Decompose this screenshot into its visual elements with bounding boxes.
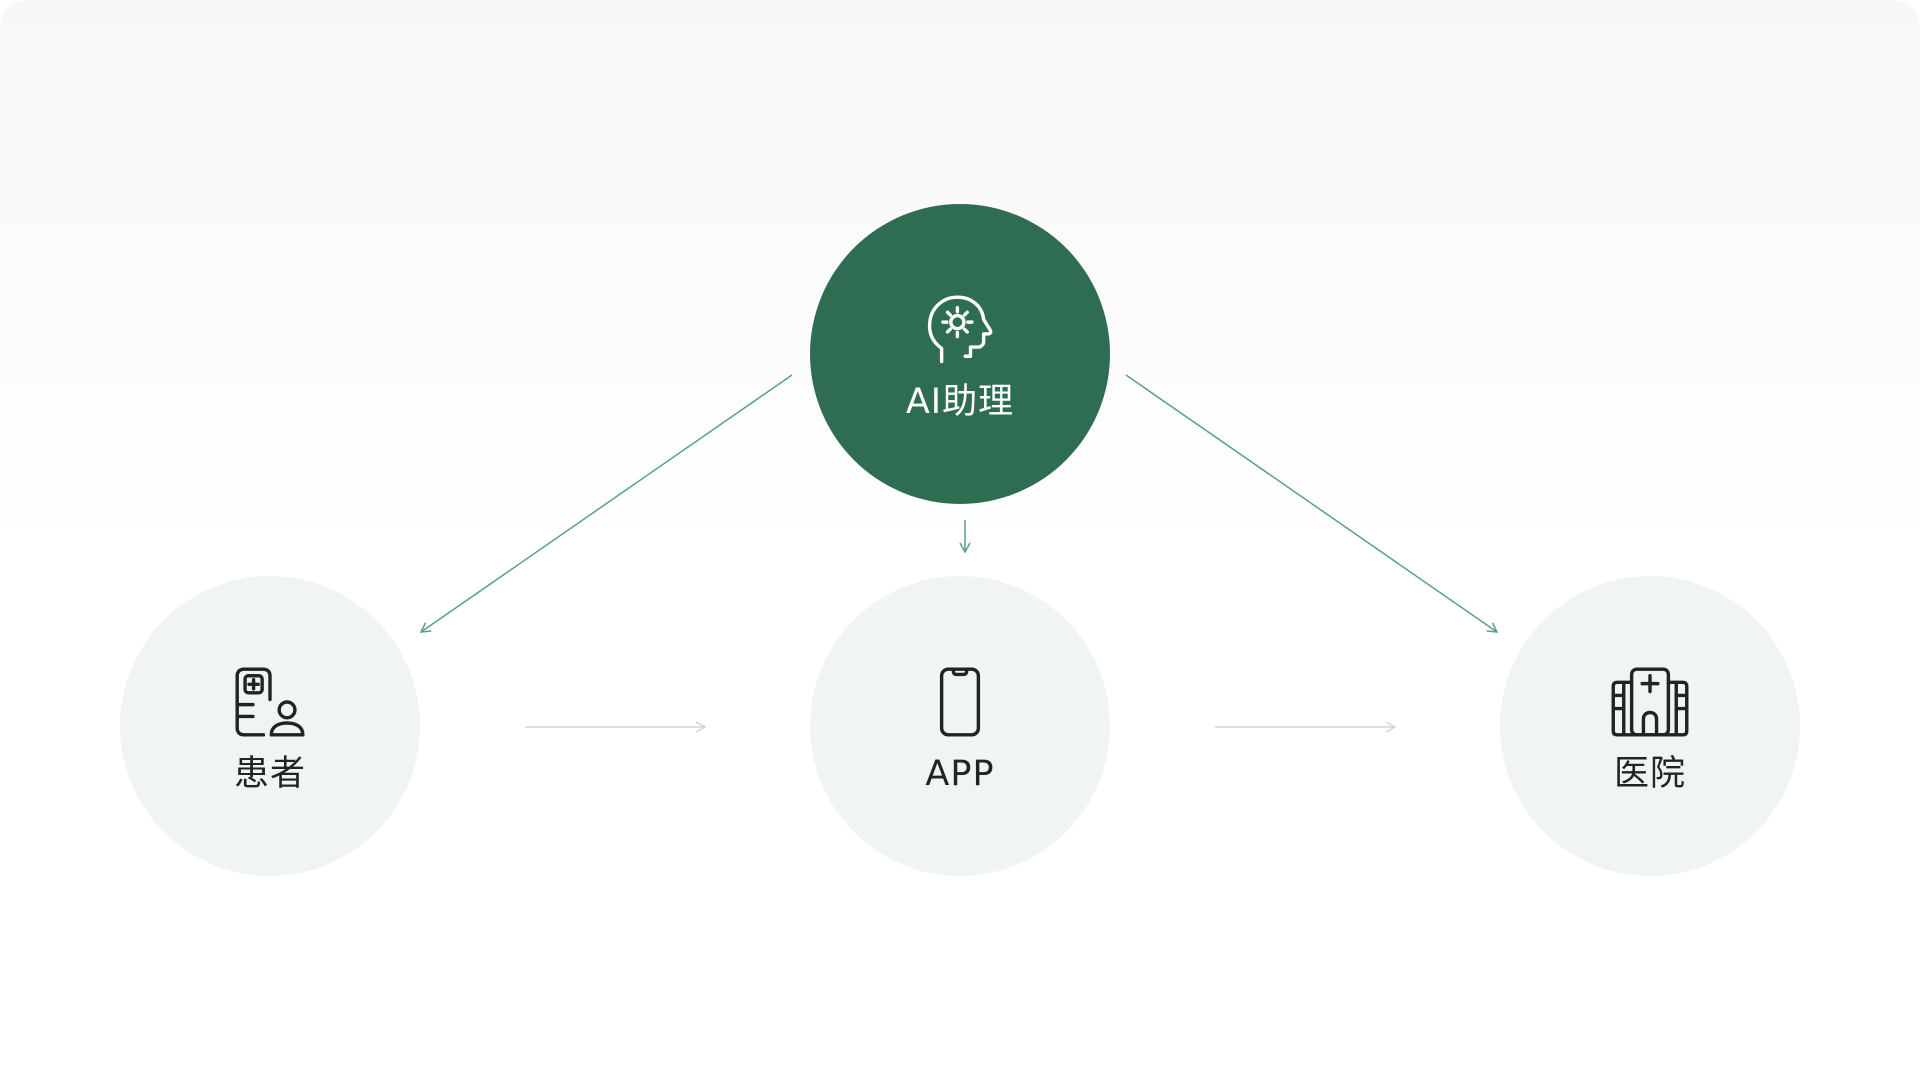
hospital-building-icon <box>1604 656 1696 748</box>
connector-ai-to-hospital <box>1125 374 1499 633</box>
ai-assistant-node: AI助理 <box>810 204 1110 504</box>
ai-assistant-label: AI助理 <box>905 382 1015 422</box>
patient-label: 患者 <box>233 754 306 794</box>
smartphone-icon <box>914 656 1006 748</box>
brain-head-icon <box>914 284 1006 376</box>
app-label: APP <box>925 754 995 794</box>
patient-record-icon <box>224 656 316 748</box>
hospital-node: 医院 <box>1500 576 1800 876</box>
hospital-label: 医院 <box>1613 754 1686 794</box>
connector-ai-to-patient <box>419 374 793 633</box>
app-node: APP <box>810 576 1110 876</box>
patient-node: 患者 <box>120 576 420 876</box>
